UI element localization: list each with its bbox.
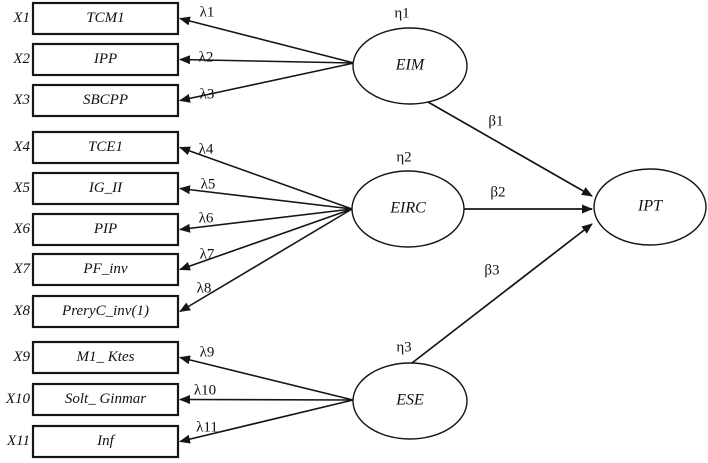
lambda-label: λ8	[197, 280, 212, 296]
latent-ellipse	[352, 27, 468, 105]
indicator-id-label: X1	[12, 10, 30, 26]
indicator-id-label: X11	[6, 433, 30, 449]
indicator-box	[31, 83, 180, 118]
loading-arrow	[179, 208, 353, 313]
indicator-box	[31, 130, 180, 165]
loading-arrow	[179, 62, 355, 103]
lambda-label: λ3	[200, 86, 215, 102]
loading-arrow	[179, 208, 353, 233]
loading-arrow	[179, 55, 355, 65]
indicator-name-label: TCM1	[86, 10, 124, 26]
lambda-label: λ7	[200, 246, 215, 262]
indicator-name-label: Inf	[96, 433, 115, 449]
latent-ellipse	[351, 170, 465, 248]
beta-label: β3	[484, 262, 499, 278]
latent-ellipse	[352, 362, 468, 440]
indicator-id-label: X7	[12, 261, 31, 277]
lambda-label: λ2	[199, 49, 214, 65]
indicator-box	[31, 340, 180, 375]
loading-arrow	[179, 16, 355, 64]
lambda-label: λ11	[196, 419, 218, 435]
indicator-name-label: PF_inv	[82, 261, 127, 277]
indicator-box	[31, 424, 180, 459]
indicator-id-label: X6	[12, 221, 30, 237]
beta-label: β2	[490, 184, 505, 200]
eta-label: η2	[396, 149, 411, 165]
beta-label: β1	[488, 113, 503, 129]
indicator-box	[31, 252, 180, 287]
indicator-name-label: PreryC_inv(1)	[61, 303, 149, 319]
structural-arrow	[427, 101, 593, 197]
latent-name-label: EIRC	[389, 200, 426, 217]
indicator-id-label: X3	[12, 92, 30, 108]
indicator-name-label: M1_ Ktes	[76, 349, 135, 365]
indicator-name-label: IG_II	[88, 180, 123, 196]
lambda-label: λ10	[194, 382, 216, 398]
latent-ellipse	[593, 168, 707, 246]
eta-label: η1	[394, 5, 409, 21]
indicator-box	[31, 382, 180, 417]
loading-arrow	[179, 355, 354, 401]
latent-name-label: IPT	[637, 198, 663, 215]
indicator-id-label: X5	[12, 180, 30, 196]
lambda-label: λ5	[201, 176, 216, 192]
indicator-id-label: X2	[12, 51, 30, 67]
lambda-label: λ4	[199, 141, 214, 157]
indicator-id-label: X9	[12, 349, 30, 365]
indicator-box	[31, 212, 180, 247]
indicator-name-label: TCE1	[88, 139, 123, 155]
lambda-label: λ6	[199, 210, 214, 226]
eta-label: η3	[396, 339, 411, 355]
indicator-box	[31, 1, 180, 36]
loading-arrow	[179, 208, 353, 271]
loading-arrow	[179, 395, 354, 405]
indicator-box	[31, 42, 180, 77]
latent-name-label: EIM	[395, 57, 426, 74]
loading-arrow	[179, 399, 354, 444]
indicator-name-label: IPP	[93, 51, 117, 67]
lambda-label: λ9	[200, 344, 215, 360]
indicator-box	[31, 294, 180, 329]
loading-arrow	[179, 146, 353, 210]
indicator-name-label: SBCPP	[83, 92, 128, 108]
lambda-label: λ1	[200, 4, 215, 20]
indicator-id-label: X8	[12, 303, 30, 319]
indicator-id-label: X4	[12, 139, 30, 155]
indicator-name-label: PIP	[93, 221, 117, 237]
loading-arrow	[179, 185, 353, 210]
indicator-id-label: X10	[5, 391, 31, 407]
structural-arrow	[411, 223, 593, 364]
latent-name-label: ESE	[395, 392, 424, 409]
indicator-box	[31, 171, 180, 206]
indicator-name-label: Solt_ Ginmar	[65, 391, 146, 407]
